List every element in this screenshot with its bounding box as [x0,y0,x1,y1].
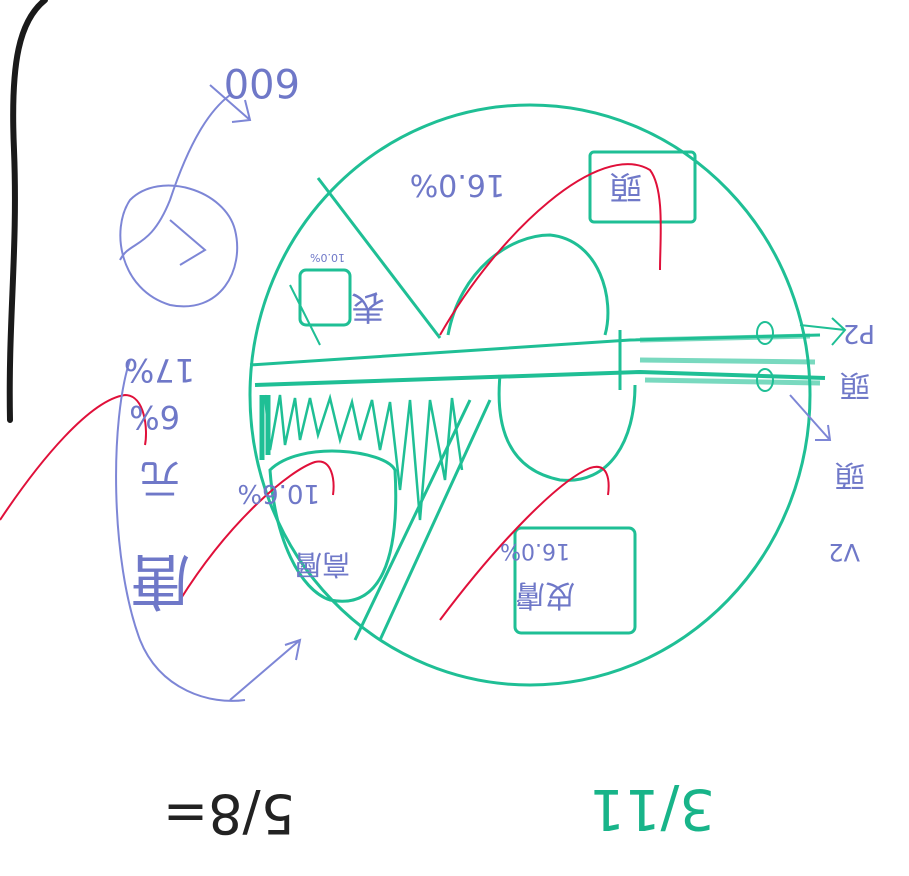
label-right-1: P2 [843,318,875,348]
blue-swoosh [120,95,230,260]
label-lower-right-percent: 16.0% [500,538,570,563]
red-curve-left [0,395,146,520]
label-left-box-char: 表 [351,286,385,326]
label-left-col-1: 17% [124,351,195,389]
black-edge-stroke [10,0,45,420]
label-left-col-4: 唐 [130,545,190,615]
label-right-4: V2 [828,538,860,566]
blue-arrow-inner [170,220,205,265]
wedge-top-2 [290,285,320,345]
blue-arrow-bottom [230,640,300,700]
small-square [300,270,350,325]
small-ring-1 [757,322,773,344]
label-top-percent: 16.0% [410,167,505,202]
label-left-col-3: 元 [140,455,180,501]
arrow-right-1 [800,318,845,345]
label-mid-char: 高層 [294,548,350,581]
label-bottom-right: 3/11 [589,776,715,841]
label-lower-right-char: 皮膚 [515,577,575,612]
label-right-3: 頭 [835,457,865,492]
label-left-col-2: 6% [129,398,180,436]
label-top-box: 頭 [610,168,642,206]
label-top-left-number: 600 [224,59,300,105]
diagonal-2 [380,400,490,640]
blue-circle [120,186,237,307]
label-left-box-caption: 10.0% [310,251,345,264]
label-right-2: 頭 [840,367,870,402]
label-mid-percent: 10.6% [237,478,320,508]
label-bottom-left: 5/8= [163,782,295,845]
lower-oval [499,375,635,480]
